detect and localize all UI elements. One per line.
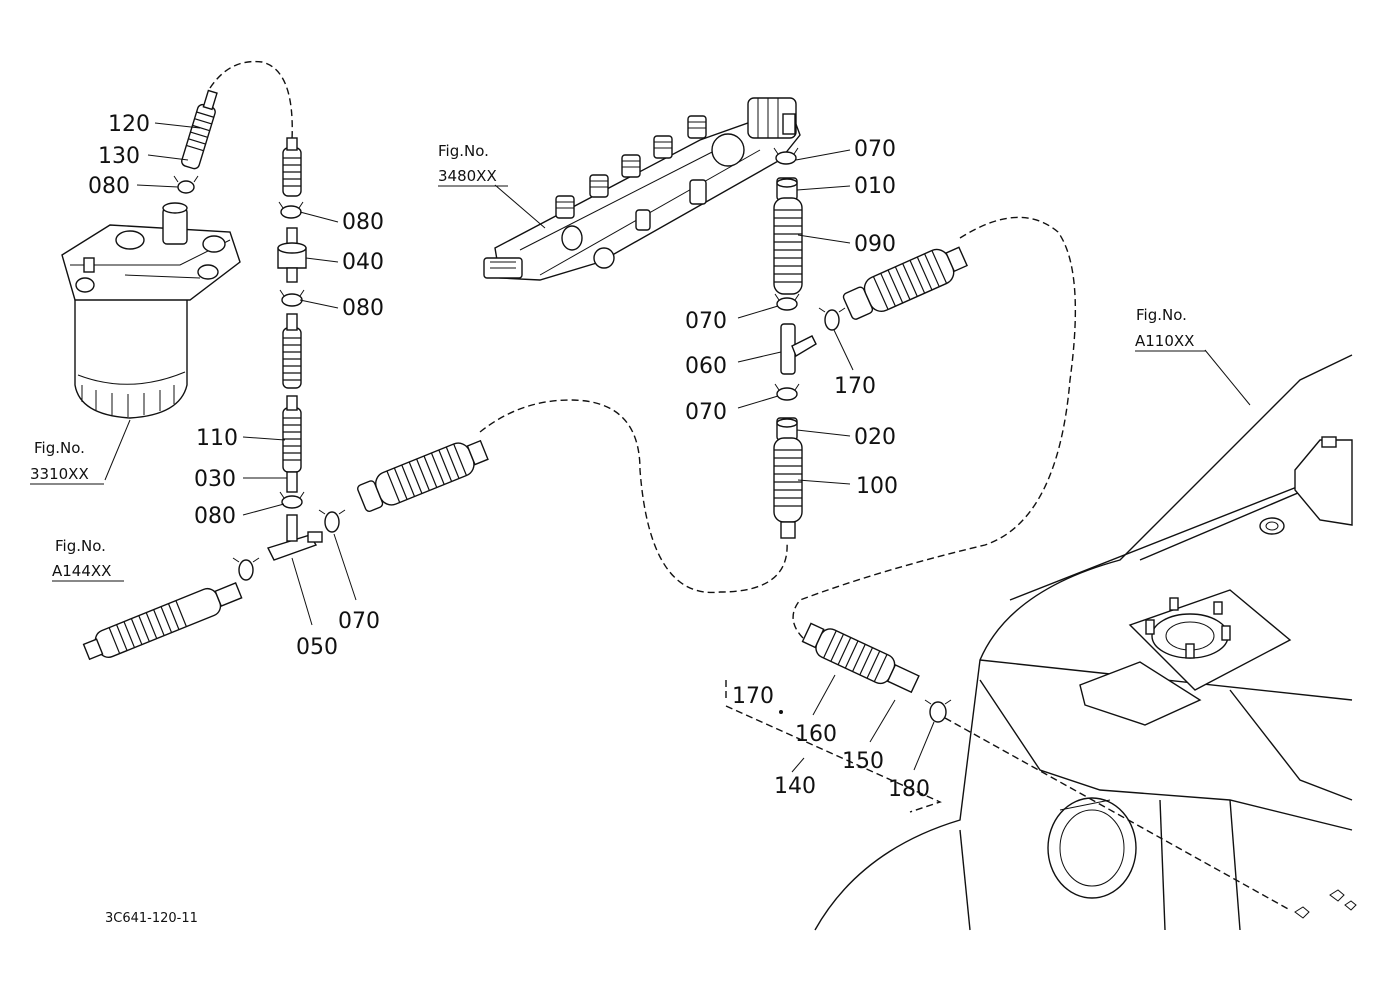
fig-3310-line1: Fig.No. <box>34 439 85 457</box>
figure-reference-a110[interactable]: Fig.No. A110XX <box>1135 306 1206 352</box>
callout-110[interactable]: 110 <box>196 426 238 451</box>
left-hose-chain <box>82 89 489 661</box>
callout-180[interactable]: 180 <box>888 777 930 802</box>
fig-3480-line1: Fig.No. <box>438 142 489 160</box>
callout-080-a[interactable]: 080 <box>88 174 130 199</box>
injection-rail <box>483 97 801 281</box>
callout-140[interactable]: 140 <box>774 774 816 799</box>
callout-060[interactable]: 060 <box>685 354 727 379</box>
fig-a144-line1: Fig.No. <box>55 537 106 555</box>
callout-070-d[interactable]: 070 <box>685 400 727 425</box>
callout-100[interactable]: 100 <box>856 474 898 499</box>
fig-3480-line2: 3480XX <box>438 167 497 185</box>
callout-120[interactable]: 120 <box>108 112 150 137</box>
fuel-filter-assembly <box>61 202 241 481</box>
callout-170-a[interactable]: 170 <box>834 374 876 399</box>
callout-150[interactable]: 150 <box>842 749 884 774</box>
callout-160[interactable]: 160 <box>795 722 837 747</box>
callout-130[interactable]: 130 <box>98 144 140 169</box>
callout-labels: 120 130 080 080 040 080 110 030 080 050 … <box>88 112 930 802</box>
callout-070-c[interactable]: 070 <box>685 309 727 334</box>
callout-080-b[interactable]: 080 <box>342 210 384 235</box>
routing-lines <box>209 60 1291 911</box>
fig-a110-line2: A110XX <box>1135 332 1194 350</box>
callout-050[interactable]: 050 <box>296 635 338 660</box>
callout-170-b[interactable]: 170 <box>732 684 774 709</box>
fig-3310-line2: 3310XX <box>30 465 89 483</box>
callout-030[interactable]: 030 <box>194 467 236 492</box>
figure-reference-3310[interactable]: Fig.No. 3310XX <box>30 439 104 485</box>
fig-a144-line2: A144XX <box>52 562 111 580</box>
fuel-tank <box>814 349 1357 931</box>
callout-020[interactable]: 020 <box>854 425 896 450</box>
callout-090[interactable]: 090 <box>854 232 896 257</box>
fig-a110-line1: Fig.No. <box>1136 306 1187 324</box>
return-hose-assembly <box>725 622 952 813</box>
callout-010[interactable]: 010 <box>854 174 896 199</box>
callout-070-b[interactable]: 070 <box>854 137 896 162</box>
callout-040[interactable]: 040 <box>342 250 384 275</box>
right-hose-chain <box>773 147 968 539</box>
figure-reference-a144[interactable]: Fig.No. A144XX <box>52 537 124 582</box>
callout-080-c[interactable]: 080 <box>342 296 384 321</box>
callout-070-a[interactable]: 070 <box>338 609 380 634</box>
leader-lines <box>136 122 935 773</box>
figure-reference-3480[interactable]: Fig.No. 3480XX <box>438 142 508 187</box>
callout-080-d[interactable]: 080 <box>194 504 236 529</box>
diagram-code: 3C641-120-11 <box>105 911 198 926</box>
